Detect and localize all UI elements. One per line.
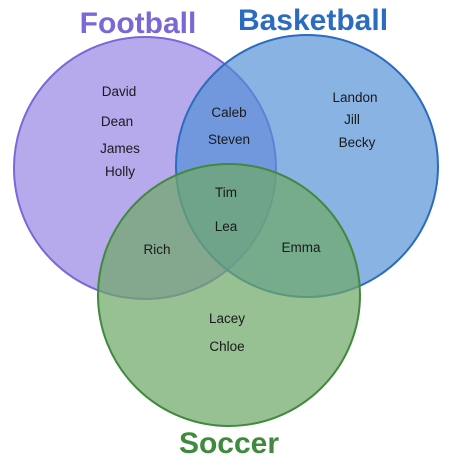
member-label: Steven [208, 132, 250, 147]
football-title: Football [80, 7, 197, 40]
member-label: Chloe [209, 339, 244, 354]
member-label: Lea [215, 219, 238, 234]
member-label: David [102, 84, 137, 99]
member-label: Holly [105, 164, 135, 179]
member-label: Rich [143, 242, 170, 257]
member-label: Jill [344, 112, 360, 127]
member-label: Landon [332, 90, 377, 105]
member-label: Tim [215, 185, 237, 200]
member-label: Becky [339, 135, 376, 150]
member-label: Dean [101, 114, 133, 129]
member-label: Caleb [211, 105, 246, 120]
member-label: Emma [281, 240, 320, 255]
member-label: Lacey [209, 311, 245, 326]
member-label: James [100, 141, 140, 156]
soccer-circle [97, 163, 361, 427]
soccer-title: Soccer [179, 427, 279, 460]
basketball-title: Basketball [238, 4, 388, 37]
